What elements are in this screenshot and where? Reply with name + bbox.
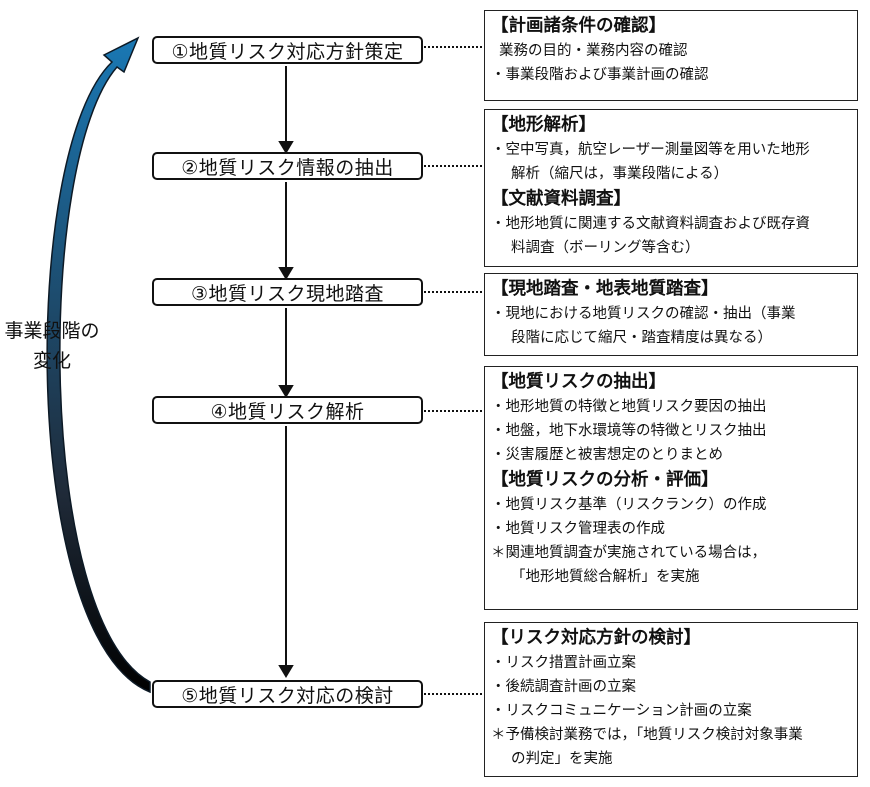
step-5: ⑤地質リスク対応の検討 (152, 680, 423, 708)
box5-line: ・リスクコミュニケーション計画の立案 (491, 703, 752, 719)
detail-box-4: 【地質リスクの抽出】 ・地形地質の特徴と地質リスク要因の抽出 ・地盤，地下水環境… (484, 366, 858, 610)
detail-box-1: 【計画諸条件の確認】 業務の目的・業務内容の確認 ・事業段階および事業計画の確認 (484, 10, 858, 101)
box5-line: ＊予備検討業務では，「地質リスク検討対象事業 (491, 727, 803, 743)
stage-change-label: 事業段階の 変化 (4, 316, 100, 376)
box3-heading: 【現地踏査・地表地質踏査】 (491, 279, 719, 299)
detail-box-5: 【リスク対応方針の検討】 ・リスク措置計画立案 ・後続調査計画の立案 ・リスクコ… (484, 622, 858, 777)
stage-change-label-line2: 変化 (32, 350, 71, 372)
dotted-connectors (424, 46, 484, 695)
box1-line: 業務の目的・業務内容の確認 (499, 43, 688, 59)
box3-line: ・現地における地質リスクの確認・抽出（事業 (491, 306, 796, 322)
step-1: ①地質リスク対応方針策定 (152, 36, 423, 64)
box2-line: 解析（縮尺は，事業段階による） (511, 166, 729, 182)
box4-line: ・災害履歴と被害想定のとりまとめ (491, 447, 723, 463)
box4-heading: 【地質リスクの抽出】 (491, 372, 666, 392)
step-3: ③地質リスク現地踏査 (152, 278, 423, 306)
box1-heading: 【計画諸条件の確認】 (491, 16, 666, 36)
detail-box-2: 【地形解析】 ・空中写真，航空レーザー測量図等を用いた地形 解析（縮尺は，事業段… (484, 109, 858, 267)
box3-line: 段階に応じて縮尺・踏査精度は異なる） (511, 330, 772, 346)
box2-line: ・空中写真，航空レーザー測量図等を用いた地形 (491, 142, 810, 158)
box5-line: ・リスク措置計画立案 (491, 655, 636, 671)
detail-box-3: 【現地踏査・地表地質踏査】 ・現地における地質リスクの確認・抽出（事業 段階に応… (484, 273, 858, 356)
flow-arrows (278, 66, 294, 678)
stage-change-label-line1: 事業段階の (4, 320, 100, 342)
box5-line: ・後続調査計画の立案 (491, 679, 636, 695)
box2-line: ・地形地質に関連する文献資料調査および既存資 (491, 216, 810, 232)
step-2: ②地質リスク情報の抽出 (152, 152, 423, 180)
box2-heading: 【地形解析】 (491, 115, 596, 135)
box4-line: ・地質リスク管理表の作成 (491, 521, 665, 537)
box4-line: ・地質リスク基準（リスクランク）の作成 (491, 497, 767, 513)
box4-line: ・地形地質の特徴と地質リスク要因の抽出 (491, 399, 767, 415)
box2-line: 料調査（ボーリング等含む） (511, 240, 700, 256)
box4-line: ・地盤，地下水環境等の特徴とリスク抽出 (491, 423, 767, 439)
box5-heading: 【リスク対応方針の検討】 (491, 628, 701, 648)
step-4: ④地質リスク解析 (152, 396, 423, 424)
box5-line: の判定」を実施 (511, 751, 613, 767)
box4-line: ＊関連地質調査が実施されている場合は， (491, 545, 767, 561)
box4-line: 「地形地質総合解析」を実施 (511, 569, 700, 585)
box4-heading: 【地質リスクの分析・評価】 (491, 470, 719, 490)
feedback-curve-arrow (46, 36, 151, 694)
box1-line: ・事業段階および事業計画の確認 (491, 67, 709, 83)
box2-heading: 【文献資料調査】 (491, 189, 631, 209)
